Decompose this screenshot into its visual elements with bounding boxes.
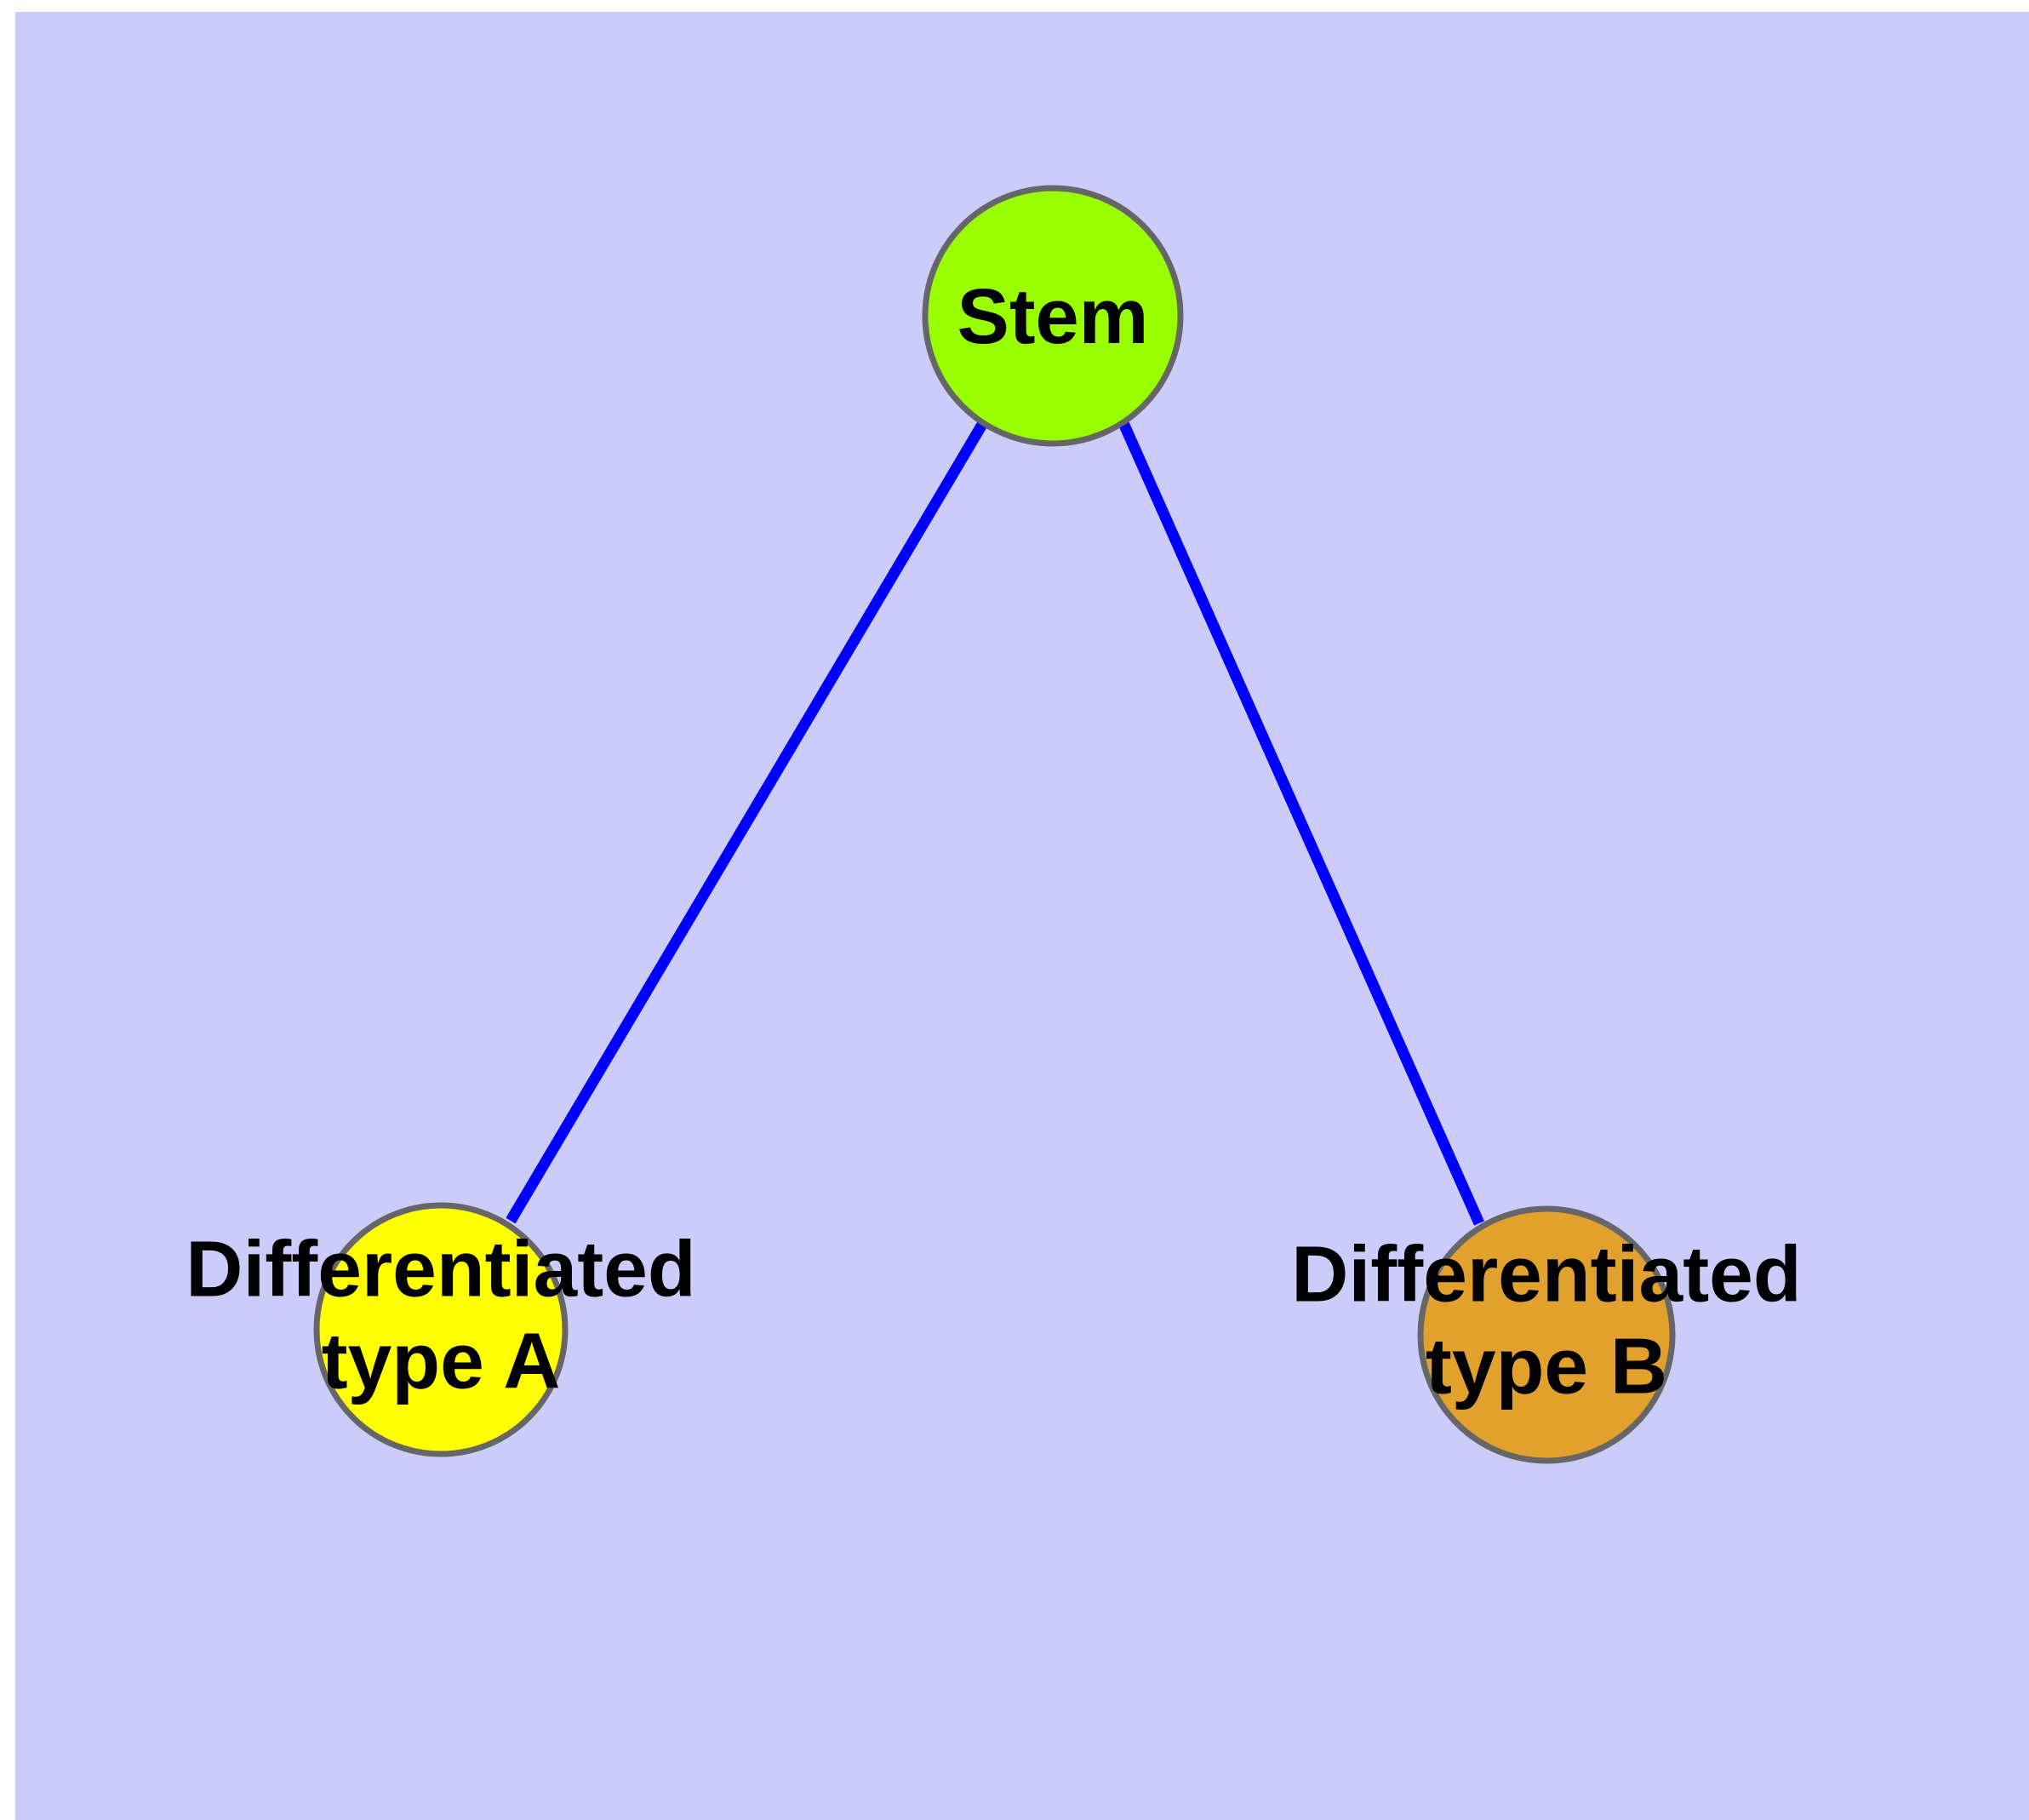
graph-node-stem[interactable] bbox=[922, 185, 1184, 447]
graph-node-label-line: type B bbox=[1426, 1322, 1667, 1411]
graph-node-diff-b[interactable] bbox=[1417, 1205, 1676, 1464]
graph-node-diff-a[interactable] bbox=[313, 1202, 569, 1457]
graph-edge-stem-to-a[interactable] bbox=[506, 420, 988, 1224]
edges-group bbox=[506, 420, 1484, 1226]
graph-node-label-line: type A bbox=[322, 1317, 561, 1405]
graph-node-label-line: Stem bbox=[957, 273, 1149, 360]
graph-edge-stem-to-b[interactable] bbox=[1118, 421, 1484, 1226]
graph-node-label-line: Differentiated bbox=[186, 1225, 695, 1313]
graph-node-label-stem: Stem bbox=[957, 273, 1149, 360]
graph-node-label-line: Differentiated bbox=[1291, 1230, 1801, 1319]
